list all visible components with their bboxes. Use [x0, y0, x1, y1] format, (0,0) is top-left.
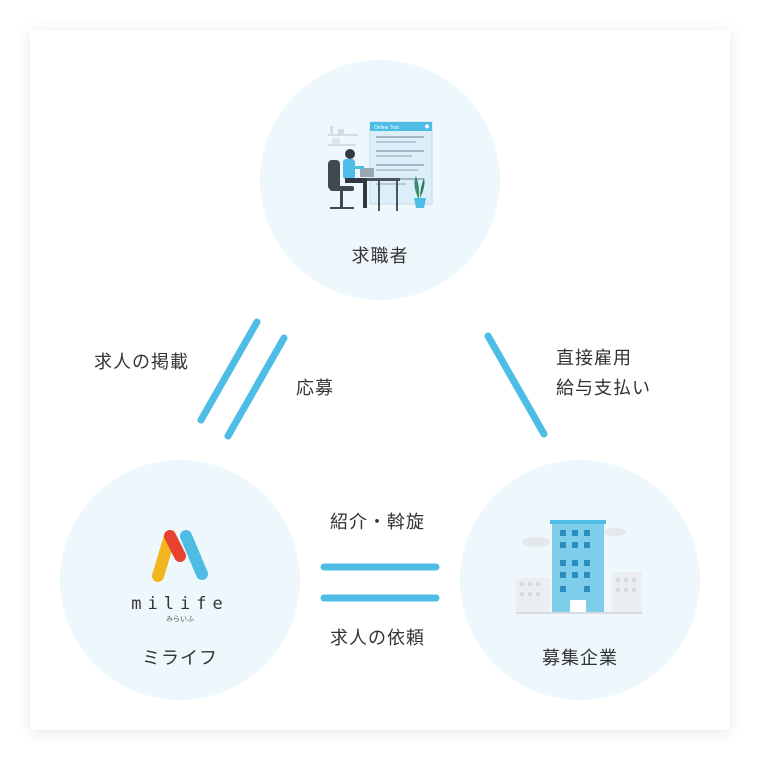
connector-left-inner: [224, 334, 288, 440]
edge-label-job-posting: 求人の掲載: [94, 352, 189, 373]
edge-label-salary-payment: 給与支払い: [556, 378, 651, 399]
company-node: 募集企業: [460, 460, 700, 700]
milife-logo-text: milife: [131, 594, 229, 614]
milife-logo: [152, 530, 208, 582]
jobseeker-node: Online Test 求職者: [260, 60, 500, 300]
milife-node: milife みらいふ ミライフ: [60, 460, 300, 700]
edge-label-direct-employment: 直接雇用: [556, 348, 632, 369]
edge-label-application: 応募: [296, 378, 334, 399]
milife-label: ミライフ: [142, 648, 218, 669]
office-building-illustration: [516, 520, 642, 614]
company-label: 募集企業: [542, 648, 618, 669]
connector-right: [484, 332, 548, 438]
desk-worker-illustration: Online Test: [328, 121, 433, 211]
milife-logo-kana: みらいふ: [166, 615, 194, 623]
connector-left-outer: [197, 318, 261, 424]
screen-title-text: Online Test: [374, 125, 400, 131]
edge-label-introduction: 紹介・斡旋: [330, 512, 425, 533]
jobseeker-label: 求職者: [351, 246, 409, 267]
edge-label-job-request: 求人の依頼: [330, 628, 425, 649]
